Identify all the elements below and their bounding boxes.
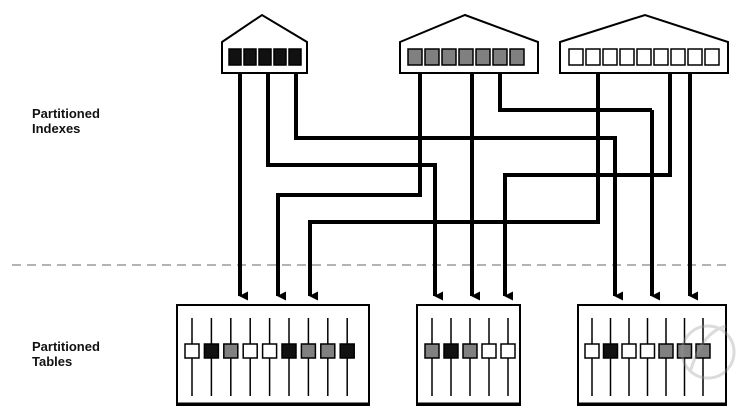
table-cell xyxy=(621,343,637,359)
index-cell xyxy=(458,48,474,66)
table-cell xyxy=(481,343,497,359)
index-cell xyxy=(243,48,257,66)
table-partition-2 xyxy=(416,304,521,406)
arrow-idx2-to-tab3 xyxy=(498,73,652,112)
partitioned-indexes-label: Partitioned Indexes xyxy=(32,106,100,136)
table-cell xyxy=(424,343,440,359)
index-cell xyxy=(619,48,635,66)
table-cell xyxy=(203,343,220,359)
tables-label-line-2: Tables xyxy=(32,354,73,369)
indexes-label-line-1: Partitioned xyxy=(32,106,100,121)
connector-arrows xyxy=(238,73,698,301)
index-cell xyxy=(228,48,242,66)
index-cell xyxy=(258,48,272,66)
index-cell xyxy=(441,48,457,66)
table-cell xyxy=(320,343,336,359)
table-cell xyxy=(261,343,278,359)
table-cell xyxy=(281,343,297,359)
tables-label-line-1: Partitioned xyxy=(32,339,100,354)
table-cell xyxy=(695,343,711,359)
index-cell xyxy=(568,48,584,66)
partitioned-tables-label: Partitioned Tables xyxy=(32,339,100,369)
table-cell xyxy=(676,343,693,359)
table-cell xyxy=(500,343,516,359)
index-cell xyxy=(424,48,440,66)
indexes-label-line-2: Indexes xyxy=(32,121,81,136)
table-cell xyxy=(658,343,674,359)
index-partition-1 xyxy=(221,13,308,74)
index-partition-2 xyxy=(399,13,539,74)
arrow-idx1-to-tab2 xyxy=(266,73,443,301)
index-cell xyxy=(509,48,525,66)
arrow-idx1-to-tab3 xyxy=(294,73,623,301)
table-cell xyxy=(242,343,258,359)
index-cell xyxy=(273,48,287,66)
arrow-idx3-to-tab2 xyxy=(503,73,672,301)
index-cell xyxy=(585,48,601,66)
table-cell xyxy=(184,343,200,359)
table-cell xyxy=(639,343,656,359)
index-cell xyxy=(704,48,720,66)
table-cell xyxy=(602,343,619,359)
index-cell xyxy=(407,48,423,66)
table-cell xyxy=(300,343,317,359)
index-cell xyxy=(288,48,302,66)
index-cell xyxy=(492,48,508,66)
arrow-idx2-to-tab1 xyxy=(276,73,422,301)
index-cell xyxy=(636,48,652,66)
index-cell xyxy=(475,48,491,66)
index-partition-3 xyxy=(559,13,729,74)
arrow-idx3-to-tab1 xyxy=(308,73,600,301)
index-cell xyxy=(687,48,703,66)
table-cell xyxy=(584,343,600,359)
table-cell xyxy=(339,343,355,359)
watermark-logo xyxy=(680,324,736,380)
index-cell xyxy=(653,48,669,66)
table-cell xyxy=(223,343,239,359)
table-partition-3 xyxy=(577,304,727,406)
index-cell xyxy=(670,48,686,66)
table-cell xyxy=(443,343,459,359)
table-partition-1 xyxy=(176,304,370,406)
index-cell xyxy=(602,48,618,66)
table-cell xyxy=(462,343,478,359)
